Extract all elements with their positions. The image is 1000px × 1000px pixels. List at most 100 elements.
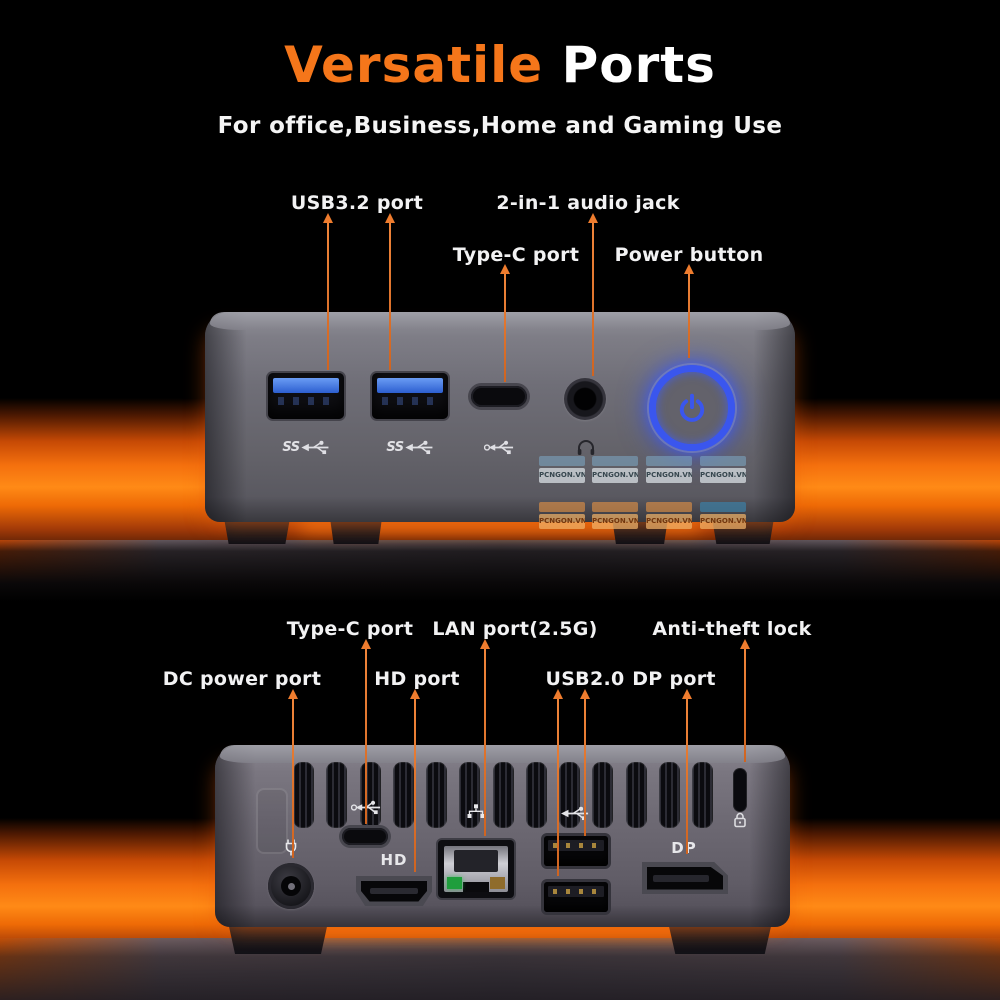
arrow-usb-port-2: [385, 213, 395, 370]
vent-slot: [559, 762, 580, 828]
dc-jack-pin: [287, 882, 295, 890]
hdmi-port-inner: [361, 880, 427, 902]
usb3-blue-tongue: [273, 378, 339, 393]
kensington-lock-slot: [733, 768, 747, 812]
watermark-strip: [539, 456, 585, 466]
arrow-lan-port: [480, 639, 490, 836]
watermark-strip: [646, 502, 692, 512]
lan-clip-notch: [463, 882, 489, 892]
watermark-text: PCNGON.VN: [539, 468, 585, 483]
arrow-dp-port: [682, 689, 692, 854]
lan-led-amber: [490, 877, 505, 889]
usb-typec-icon: [484, 440, 514, 455]
usb3-pins: [382, 397, 438, 405]
watermark-strip: [646, 456, 692, 466]
vent-slot: [625, 762, 647, 828]
watermark-text: PCNGON.VN: [646, 514, 692, 529]
hdmi-slot: [370, 888, 418, 894]
label-audio-jack: 2-in-1 audio jack: [496, 192, 680, 214]
displayport: [642, 862, 728, 894]
label-power-button: Power button: [614, 244, 764, 266]
ss-label: SS: [282, 440, 300, 455]
watermark-strip: [592, 502, 638, 512]
vent-slot: [326, 762, 348, 828]
back-reflective-floor: [0, 938, 1000, 1000]
watermark-badge: PCNGON.VN: [592, 456, 638, 483]
label-dc-power: DC power port: [162, 668, 322, 690]
label-usb32-port: USB3.2 port: [290, 192, 424, 214]
power-button-ring: [649, 365, 735, 451]
watermark-strip: [592, 456, 638, 466]
arrow-dc-power: [288, 689, 298, 858]
back-left-panel-feature: [256, 788, 288, 854]
arrow-hd-port: [410, 689, 420, 872]
vent-slot: [658, 762, 680, 828]
typec-port-back: [342, 828, 388, 845]
power-icon: [679, 393, 705, 422]
watermark-badge: PCNGON.VN: [700, 456, 746, 483]
arrow-anti-theft-lock: [740, 639, 750, 762]
watermark-text: PCNGON.VN: [646, 468, 692, 483]
usb2-port-bottom: [544, 882, 608, 912]
vent-slot: [392, 762, 414, 828]
back-foot-right: [668, 922, 772, 954]
watermark-strip: [539, 502, 585, 512]
usb3-blue-tongue: [377, 378, 443, 393]
mini-pc-front-view: SS SS: [205, 312, 795, 522]
padlock-icon: [733, 811, 747, 832]
ethernet-icon: [466, 803, 486, 824]
label-lan-port: LAN port(2.5G): [432, 618, 598, 640]
watermark-text: PCNGON.VN: [700, 514, 746, 529]
vent-slot: [692, 762, 713, 828]
watermark-badge: PCNGON.VN: [646, 502, 692, 529]
label-hd-port: HD port: [374, 668, 460, 690]
back-foot-left: [228, 922, 328, 954]
lan-port-inner: [444, 846, 508, 892]
arrow-usb-port-1: [323, 213, 333, 370]
watermark-text: PCNGON.VN: [539, 514, 585, 529]
superspeed-usb-icon: SS: [282, 440, 329, 455]
vent-slot: [525, 762, 547, 828]
back-top-face: [220, 745, 785, 763]
usb-trident-icon: [301, 440, 329, 455]
vent-slot: [426, 762, 447, 828]
hdmi-port: [356, 876, 432, 906]
lan-pin-block: [454, 850, 498, 872]
label-anti-theft-lock: Anti-theft lock: [652, 618, 812, 640]
power-button[interactable]: [647, 363, 737, 453]
arrow-typec-front: [500, 264, 510, 382]
label-typec-front: Type-C port: [452, 244, 580, 266]
watermark-strip: [700, 456, 746, 466]
usb-trident-icon: [405, 440, 433, 455]
watermark-text: PCNGON.VN: [700, 468, 746, 483]
typec-port-front: [471, 386, 527, 407]
page-title: Versatile Ports: [0, 36, 1000, 94]
watermark-badge: PCNGON.VN: [539, 502, 585, 529]
usb-typec-icon: [350, 800, 381, 819]
page-subtitle: For office,Business,Home and Gaming Use: [217, 113, 783, 139]
usb2-port-top: [544, 836, 608, 866]
dc-power-jack: [268, 863, 314, 909]
label-typec-back: Type-C port: [286, 618, 414, 640]
watermark-text: PCNGON.VN: [592, 514, 638, 529]
watermark-badge: PCNGON.VN: [539, 456, 585, 483]
arrow-typec-back: [361, 639, 371, 824]
label-dp-port: DP port: [632, 668, 716, 690]
lan-port: [438, 840, 514, 898]
watermark-text: PCNGON.VN: [592, 468, 638, 483]
watermark-badge: PCNGON.VN: [646, 456, 692, 483]
watermark-badge: PCNGON.VN: [592, 502, 638, 529]
hdmi-port-label: HD: [380, 851, 408, 869]
usb-trident-icon: [484, 440, 514, 455]
title-accent: Versatile: [284, 36, 544, 94]
lan-led-green: [447, 877, 462, 889]
displayport-slot: [653, 874, 709, 882]
usb3-port-2: [372, 373, 448, 419]
usb3-pins: [278, 397, 334, 405]
mini-pc-back-view: HD: [215, 745, 790, 927]
usb2-pins: [553, 889, 599, 894]
vent-slot: [492, 762, 514, 828]
watermark-strip: [700, 502, 746, 512]
watermark-badge: PCNGON.VN: [700, 502, 746, 529]
vent-grille: [293, 762, 713, 828]
